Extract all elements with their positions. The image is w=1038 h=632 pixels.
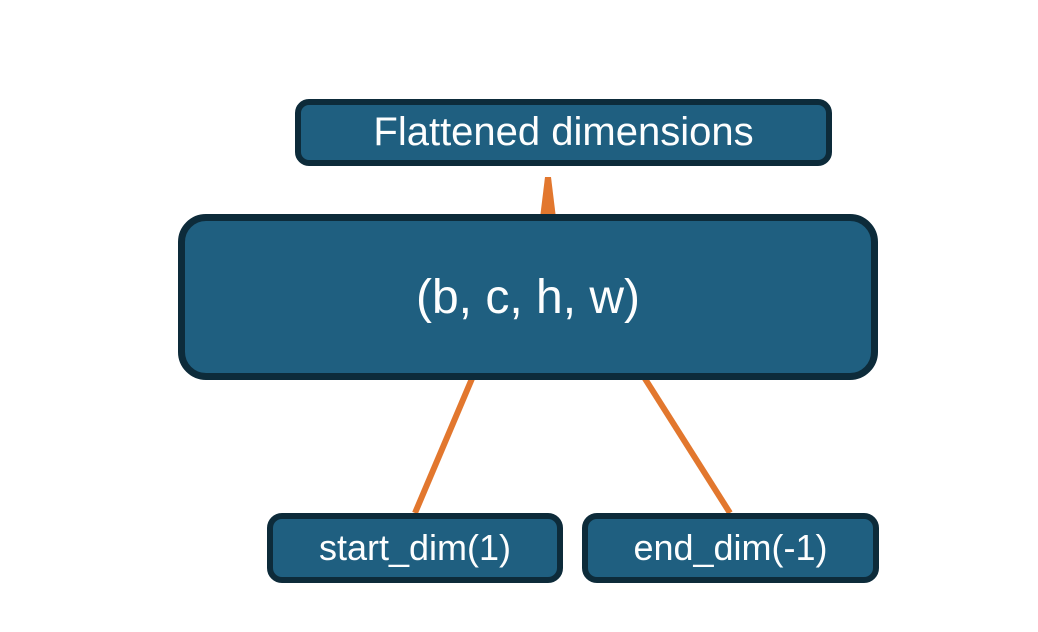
start-dim-box: start_dim(1) — [267, 513, 563, 583]
start-dim-label: start_dim(1) — [318, 527, 512, 568]
flattened-dimensions-box: Flattened dimensions — [295, 99, 832, 166]
end-dim-box: end_dim(-1) — [582, 513, 879, 583]
flattened-dimensions-label: Flattened dimensions — [373, 110, 754, 154]
tensor-shape-box: (b, c, h, w) — [178, 214, 878, 380]
end-dim-label: end_dim(-1) — [633, 527, 828, 568]
tensor-shape-label: (b, c, h, w) — [415, 270, 641, 324]
brace-stem — [540, 177, 556, 214]
